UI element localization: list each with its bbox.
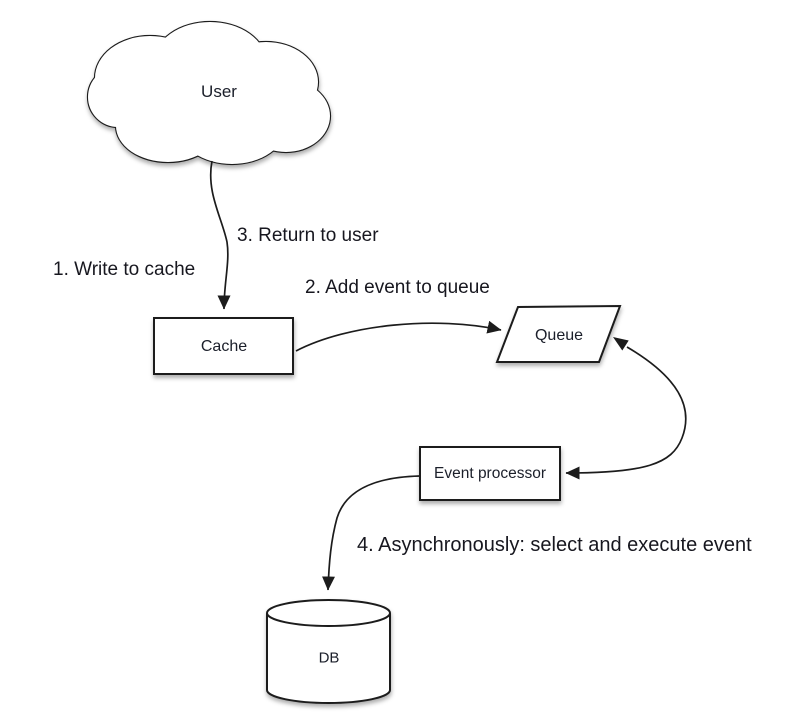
step1-label: 1. Write to cache	[53, 259, 196, 280]
queue-node-shape	[495, 304, 622, 363]
event-processor-node-label: Event processor	[434, 465, 546, 482]
user-node-label: User	[201, 82, 237, 101]
queue-node-label: Queue	[534, 327, 584, 344]
step4-label: 4. Asynchronously: select and execute ev…	[357, 534, 752, 556]
cache-node-shape	[153, 317, 294, 375]
user-cloud-shape	[86, 20, 332, 166]
arrowhead-into-queue	[613, 337, 629, 351]
db-node-shape	[266, 599, 391, 704]
arrow-cache-to-queue	[295, 320, 502, 352]
arrow-user-to-cache	[209, 160, 231, 310]
db-node-label: DB	[318, 649, 340, 667]
step2-label: 2. Add event to queue	[305, 277, 490, 298]
step3-label: 3. Return to user	[237, 225, 379, 246]
cache-node-label: Cache	[200, 338, 248, 355]
event-processor-node-shape	[419, 446, 561, 501]
arrow-event-processor-to-db	[321, 475, 421, 591]
arrow-queue-event-processor	[565, 346, 687, 480]
